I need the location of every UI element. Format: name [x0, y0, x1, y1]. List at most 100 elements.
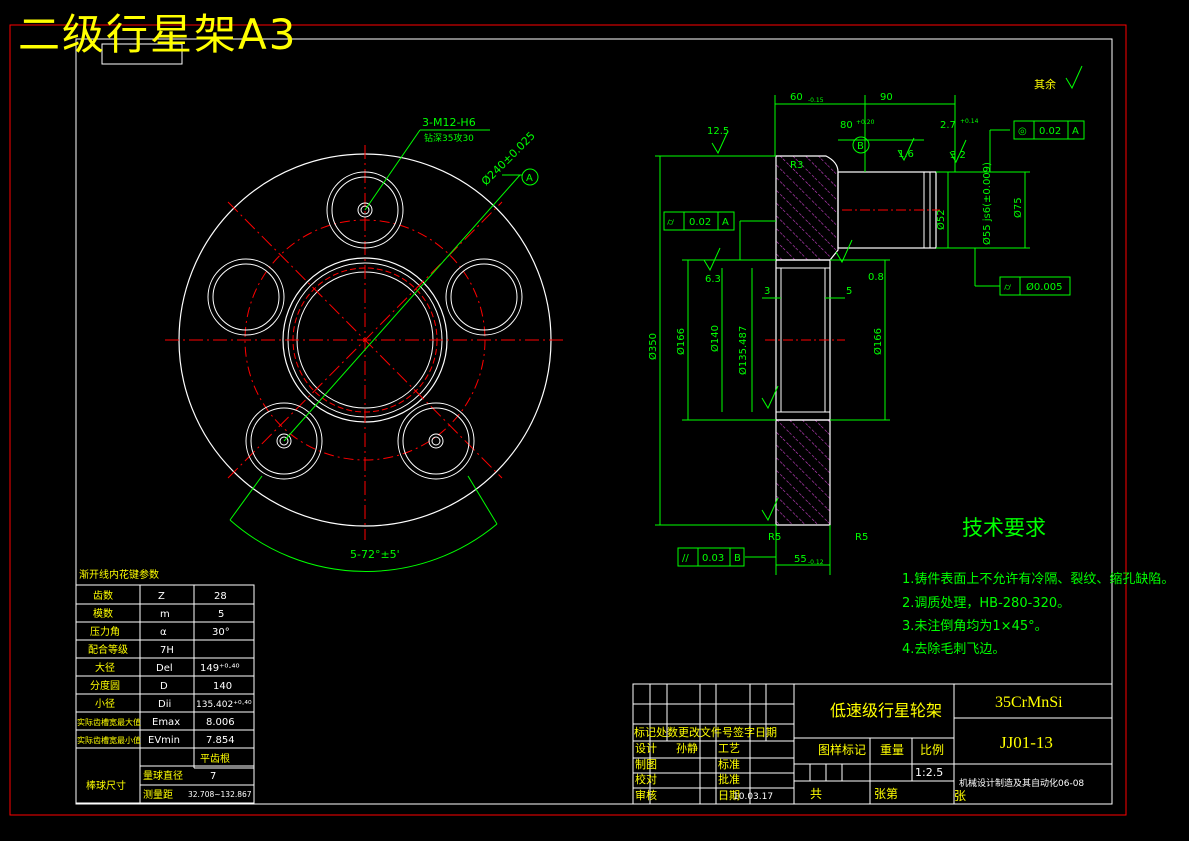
- dim-80-tol: +0.20: [856, 119, 875, 126]
- row-7-val: 8.006: [206, 717, 235, 728]
- ball-header: 平齿根: [200, 752, 230, 765]
- dim-chamfer-tol: +0.14: [960, 118, 979, 125]
- spline-table: [75, 584, 255, 804]
- part-name: 低速级行星轮架: [830, 701, 942, 720]
- row-4-name: 大径: [95, 661, 115, 674]
- angle-label: 5-72°±5': [350, 548, 400, 561]
- date-label: 日期: [718, 789, 740, 802]
- dim-d166a: Ø166: [675, 328, 687, 355]
- fcf-ref-2: A: [1072, 126, 1079, 137]
- dim-w55-tol: -0.12: [808, 559, 824, 566]
- fcf-ref-1: A: [722, 217, 729, 228]
- dim-d166b: Ø166: [872, 328, 884, 355]
- row-2-sym: α: [160, 627, 167, 638]
- dim-d52: Ø52: [935, 209, 947, 230]
- dim-d135: Ø135.487: [737, 326, 749, 375]
- tech-note-4: 4.去除毛刺飞边。: [902, 642, 1006, 657]
- row-4-val: 149⁺⁰·⁴⁰: [200, 663, 240, 674]
- row-8-sym: EVmin: [148, 735, 180, 746]
- ball-row-1-val: 32.708~132.867: [188, 790, 252, 799]
- dim-w5: 5: [846, 286, 852, 297]
- fcf-val-4: 0.03: [702, 553, 724, 564]
- fcf-symbol-cyl: ⌭: [1004, 282, 1012, 293]
- outer-border: [9, 24, 1127, 816]
- dim-60: 60: [790, 92, 803, 103]
- tapped-hole-label: 3-M12-H6: [422, 116, 476, 129]
- scale-label: 比例: [920, 743, 944, 757]
- fcf-symbol-par: //: [682, 553, 689, 564]
- fcf-val-2: 0.02: [1039, 126, 1061, 137]
- spline-table-title: 渐开线内花键参数: [79, 568, 159, 581]
- std-label: 标准: [718, 757, 740, 771]
- row-5-name: 分度圆: [90, 679, 120, 692]
- tech-requirements-title: 技术要求: [962, 516, 1046, 540]
- dim-w3: 3: [764, 286, 770, 297]
- row-0-name: 齿数: [93, 589, 113, 602]
- datum-a-label: A: [526, 173, 533, 184]
- sheet-end-label: 张: [954, 789, 966, 803]
- dim-chamfer: 2.7: [940, 120, 956, 131]
- dim-60-tol: -0.15: [808, 97, 824, 104]
- pin-hole-top: [326, 171, 404, 249]
- row-8-val: 7.854: [206, 735, 235, 746]
- row-1-sym: m: [160, 609, 170, 620]
- r3-label: R3: [790, 160, 803, 171]
- pin-hole-right: [445, 258, 523, 336]
- weight-label: 重量: [880, 743, 904, 757]
- title-block: [632, 683, 1113, 805]
- row-3-name: 配合等级: [88, 643, 128, 656]
- check-label: 校对: [635, 772, 657, 786]
- row-5-sym: D: [160, 681, 168, 692]
- dim-w55: 55: [794, 554, 807, 565]
- dim-d55: Ø55 js6(±0.009): [981, 162, 993, 245]
- dim-d75: Ø75: [1012, 197, 1024, 218]
- row-7-sym: Emax: [152, 717, 180, 728]
- fcf-val-1: 0.02: [689, 217, 711, 228]
- audit-label: 审核: [635, 788, 657, 802]
- pin-hole-left: [207, 258, 285, 336]
- datum-b-label: B: [857, 141, 864, 152]
- drawing-title: 二级行星架A3: [18, 10, 298, 59]
- row-0-sym: Z: [158, 591, 165, 602]
- dim-d140: Ø140: [709, 325, 721, 352]
- tech-note-3: 3.未注倒角均为1×45°。: [902, 619, 1048, 634]
- fcf-symbol-circ: ◎: [1018, 126, 1027, 137]
- ball-row-1-name: 测量距: [143, 788, 173, 801]
- row-4-sym: Del: [156, 663, 173, 674]
- inner-border: [75, 38, 1113, 805]
- row-1-val: 5: [218, 609, 224, 620]
- section-view: [655, 65, 1085, 575]
- fcf-val-3: Ø0.005: [1026, 281, 1063, 293]
- angle-arc: [229, 519, 498, 572]
- material-label: 35CrMnSi: [995, 694, 1063, 711]
- surface-rest-label: 其余: [1034, 77, 1056, 91]
- scale-value: 1:2.5: [915, 766, 943, 779]
- row-5-val: 140: [213, 681, 232, 692]
- pin-hole-bottom-right: [397, 402, 475, 480]
- sign-mark-label: 图样标记: [818, 742, 866, 757]
- process-label: 工艺: [718, 742, 740, 755]
- tech-note-1: 1.铸件表面上不允许有冷隔、裂纹、缩孔缺陷。: [902, 572, 1175, 587]
- change-label: 标记处数更改文件号签字日期: [634, 725, 777, 739]
- dim-90: 90: [880, 92, 893, 103]
- ra-0-8: 0.8: [868, 272, 884, 283]
- sheet-label: 张第: [874, 787, 898, 801]
- ra-3-2: 3.2: [950, 150, 966, 161]
- design-label: 设计: [635, 742, 657, 755]
- r5-label-left: R5: [768, 532, 781, 543]
- row-7-name: 实际齿槽宽最大值: [77, 717, 141, 727]
- ball-row-0-name: 量球直径: [143, 769, 183, 782]
- row-2-name: 压力角: [90, 625, 120, 638]
- ra-1-6: 1.6: [898, 149, 914, 160]
- front-view: [165, 129, 565, 572]
- fcf-symbol-a: ⌭: [667, 217, 675, 228]
- drawing-no: JJ01-13: [1000, 733, 1053, 752]
- pin-hole-bottom-left: [245, 402, 323, 480]
- ra-12-5: 12.5: [707, 126, 729, 137]
- datum-a-bubble: [521, 168, 539, 186]
- row-6-sym: Dii: [158, 699, 171, 710]
- row-6-name: 小径: [95, 697, 115, 710]
- dim-80: 80: [840, 120, 853, 131]
- ball-row-0-val: 7: [210, 771, 216, 782]
- row-6-val: 135.402⁺⁰·⁴⁰: [196, 700, 252, 710]
